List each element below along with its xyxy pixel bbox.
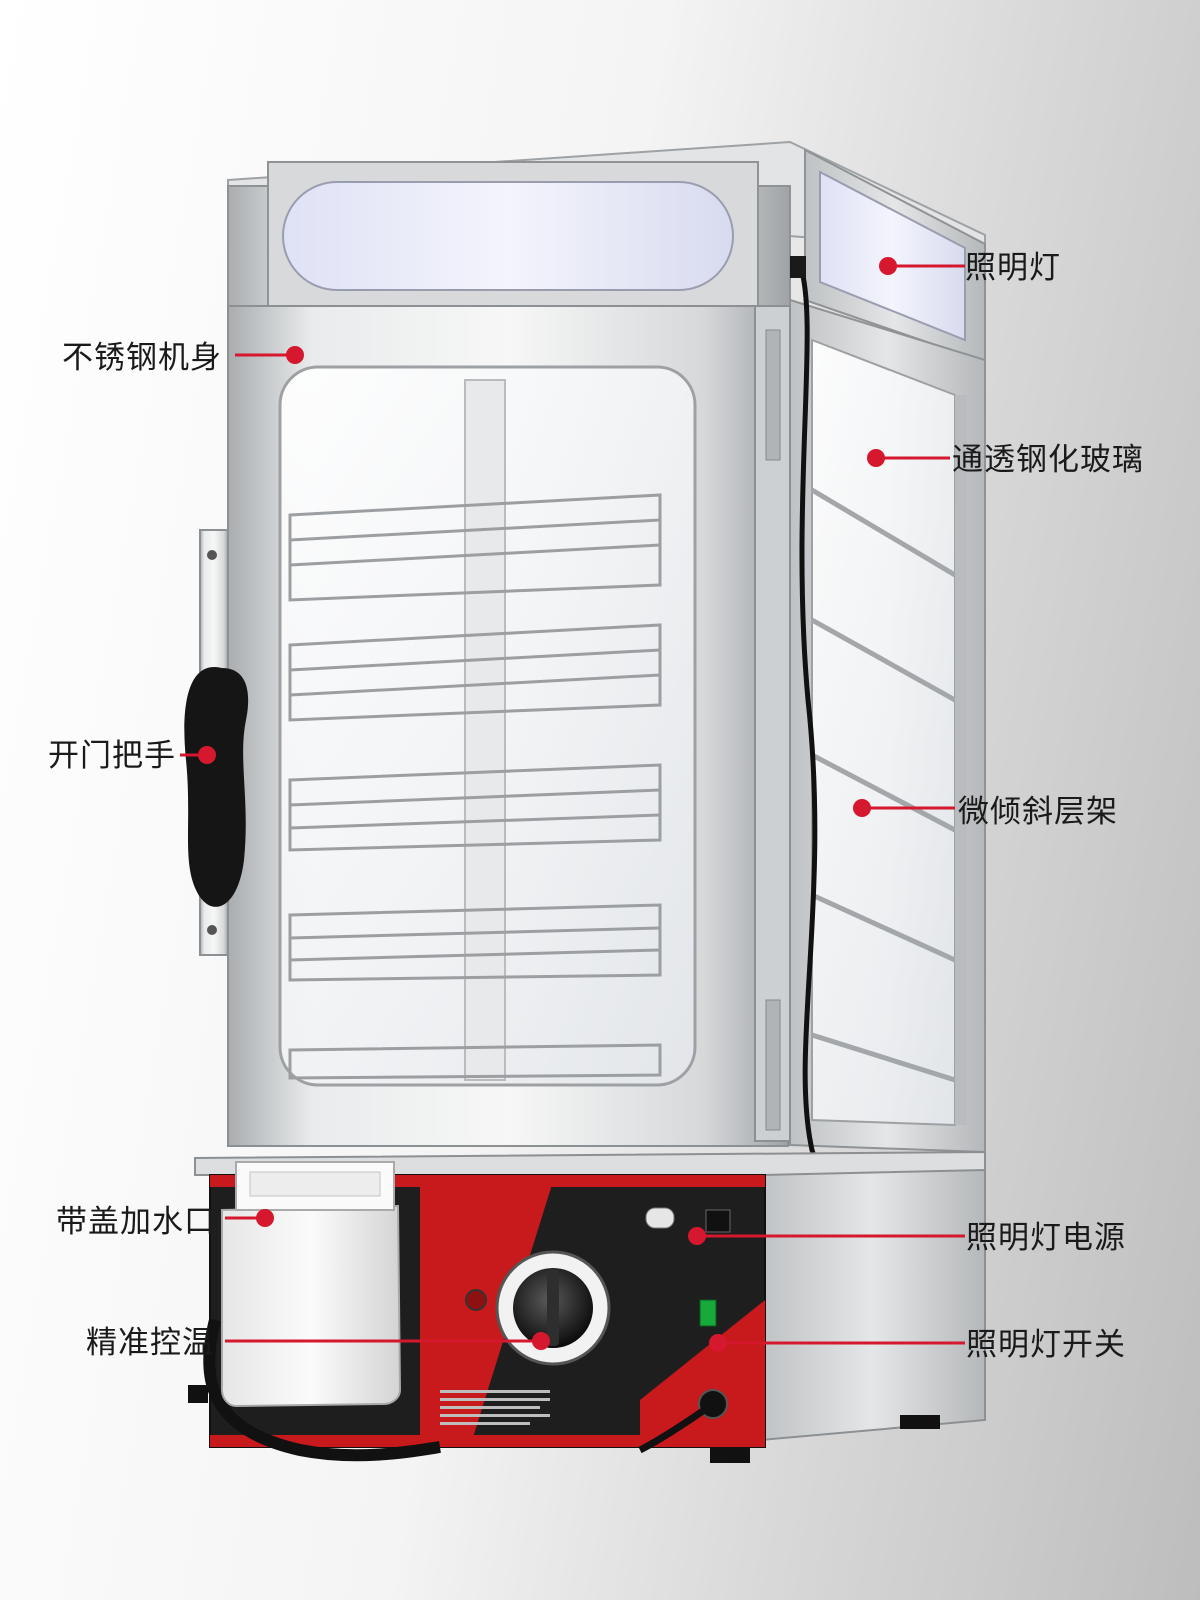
top-lamp-housing bbox=[227, 140, 986, 364]
wire-shelf bbox=[288, 763, 662, 852]
water-tank bbox=[221, 1161, 402, 1408]
callout-marker-tilted-shelves bbox=[853, 799, 955, 817]
callout-label-light-switch: 照明灯开关 bbox=[966, 1327, 1126, 1363]
door-handle-part bbox=[184, 529, 249, 956]
callout-marker-tempered-glass bbox=[867, 449, 950, 467]
front-door-frame bbox=[227, 256, 826, 1315]
wire-shelf bbox=[288, 493, 662, 602]
callout-lines bbox=[180, 257, 965, 1352]
side-glass-panel bbox=[789, 298, 986, 1154]
callout-marker-stainless-body bbox=[235, 346, 304, 364]
callout-label-tilted-shelves: 微倾斜层架 bbox=[958, 794, 1118, 830]
wire-shelf bbox=[288, 623, 662, 722]
callout-label-lighting-lamp: 照明灯 bbox=[965, 250, 1061, 286]
callout-label-stainless-body: 不锈钢机身 bbox=[62, 340, 222, 376]
callout-marker-water-inlet bbox=[225, 1209, 274, 1227]
wire-shelf bbox=[288, 1043, 662, 1080]
callout-marker-light-power bbox=[688, 1227, 965, 1245]
callout-marker-door-handle bbox=[180, 746, 216, 764]
callout-label-door-handle: 开门把手 bbox=[48, 738, 176, 774]
callout-label-temp-control: 精准控温 bbox=[86, 1325, 214, 1361]
callout-label-water-inlet: 带盖加水口 bbox=[56, 1204, 216, 1240]
temperature-knob bbox=[495, 1250, 611, 1366]
callout-label-light-power: 照明灯电源 bbox=[966, 1220, 1126, 1256]
callout-marker-temp-control bbox=[225, 1332, 550, 1350]
callout-marker-lighting-lamp bbox=[879, 257, 965, 275]
callout-label-tempered-glass: 通透钢化玻璃 bbox=[952, 442, 1144, 478]
callout-marker-light-switch bbox=[709, 1334, 965, 1352]
wire-shelf bbox=[288, 903, 662, 982]
